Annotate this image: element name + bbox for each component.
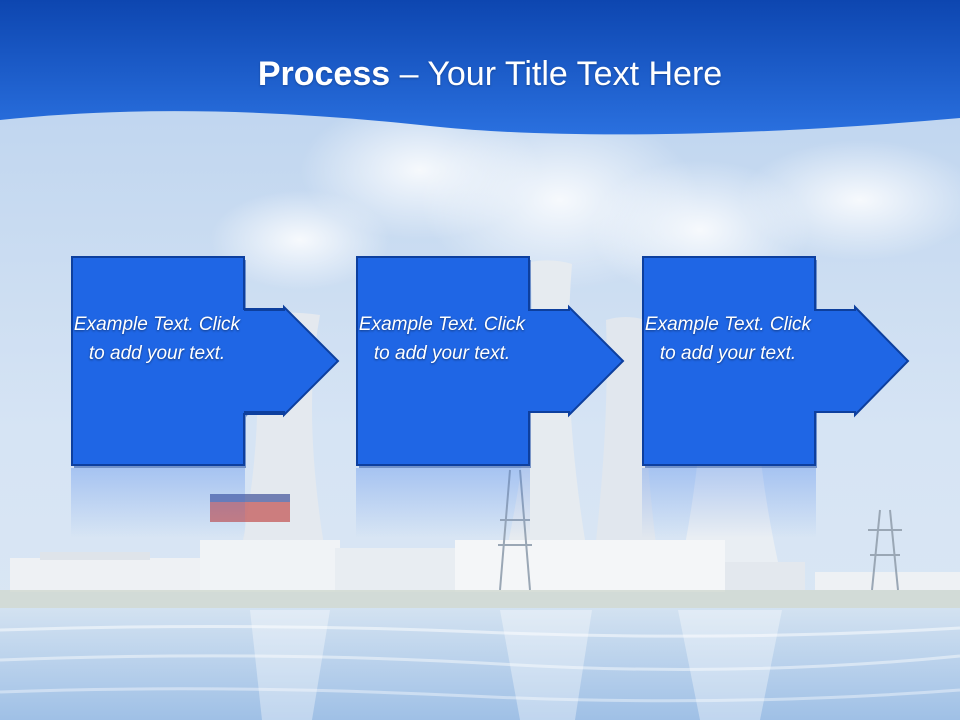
arrow-box-shape: [356, 256, 531, 468]
process-step-2[interactable]: Example Text. Click to add your text.: [356, 256, 625, 468]
box-reflection: [642, 468, 816, 538]
arrow-head-icon: [524, 304, 625, 418]
step-text[interactable]: Example Text. Click to add your text.: [644, 314, 812, 364]
slide-title[interactable]: Process – Your Title Text Here: [0, 52, 960, 96]
arrow-box-shape: [71, 256, 286, 468]
box-reflection: [71, 468, 245, 538]
arrow-head-icon: [810, 304, 910, 418]
arrow-head-icon: [239, 304, 340, 418]
process-step-1[interactable]: Example Text. Click to add your text.: [71, 256, 340, 468]
process-step-3[interactable]: Example Text. Click to add your text.: [642, 256, 910, 468]
title-bold: Process: [257, 55, 391, 93]
step-text[interactable]: Example Text. Click to add your text.: [73, 314, 241, 364]
step-text[interactable]: Example Text. Click to add your text.: [358, 314, 526, 364]
box-reflection: [356, 468, 530, 538]
title-rest: – Your Title Text Here: [390, 55, 723, 93]
arrow-box-shape: [642, 256, 817, 468]
